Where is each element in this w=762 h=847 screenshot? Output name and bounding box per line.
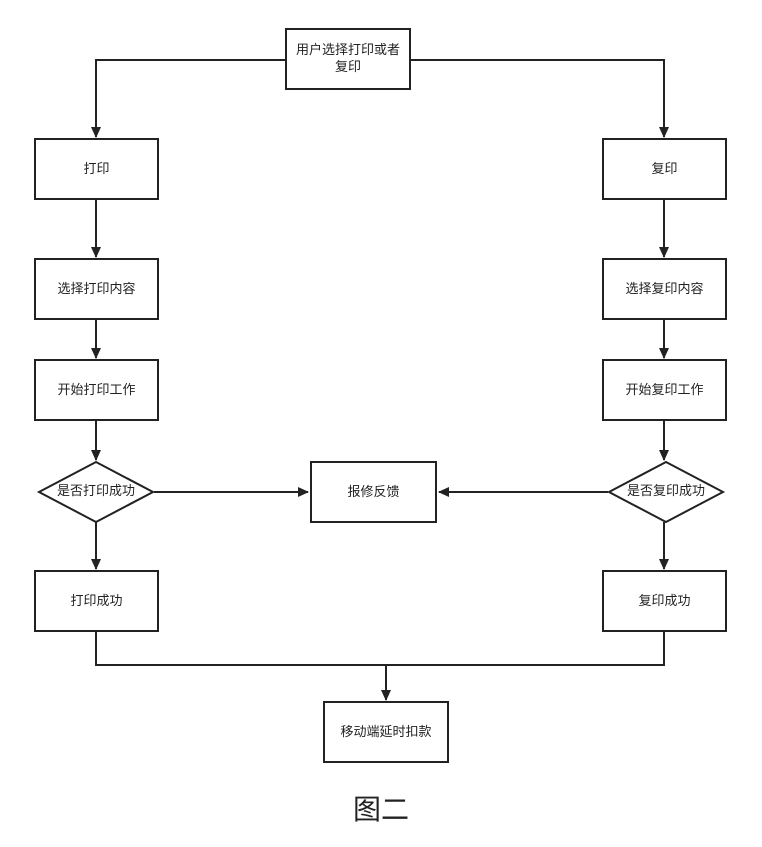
connector-start-to-print (91, 59, 285, 138)
copy-success-node: 复印成功 (602, 570, 727, 632)
copy-success-label: 复印成功 (638, 593, 691, 609)
copy-node: 复印 (602, 138, 727, 200)
start-node-label: 用户选择打印或者复印 (295, 43, 400, 75)
print-success-label: 打印成功 (70, 593, 123, 609)
start-copy-node: 开始复印工作 (602, 359, 727, 421)
copy-node-label: 复印 (651, 161, 678, 177)
figure-caption: 图二 (352, 793, 409, 826)
start-print-node: 开始打印工作 (34, 359, 159, 421)
print-check-diamond (36, 460, 156, 524)
print-success-node: 打印成功 (34, 570, 159, 632)
select-print-label: 选择打印内容 (57, 281, 136, 297)
repair-label: 报修反馈 (347, 484, 400, 500)
print-check-decision: 是否打印成功 (36, 460, 156, 524)
start-copy-label: 开始复印工作 (625, 382, 704, 398)
copy-check-decision: 是否复印成功 (606, 460, 726, 524)
start-node: 用户选择打印或者复印 (285, 28, 411, 90)
start-print-label: 开始打印工作 (57, 382, 136, 398)
select-copy-label: 选择复印内容 (625, 281, 704, 297)
copy-check-label: 是否复印成功 (626, 484, 705, 499)
repair-node: 报修反馈 (310, 461, 437, 523)
select-copy-node: 选择复印内容 (602, 258, 727, 320)
connector-start-to-copy (411, 59, 669, 138)
payment-node: 移动端延时扣款 (323, 701, 449, 763)
payment-label: 移动端延时扣款 (340, 724, 432, 740)
print-check-label: 是否打印成功 (56, 484, 135, 499)
print-node-label: 打印 (83, 161, 110, 177)
print-node: 打印 (34, 138, 159, 200)
select-print-node: 选择打印内容 (34, 258, 159, 320)
connector-successes-to-payment (95, 632, 665, 700)
copy-check-diamond (606, 460, 726, 524)
